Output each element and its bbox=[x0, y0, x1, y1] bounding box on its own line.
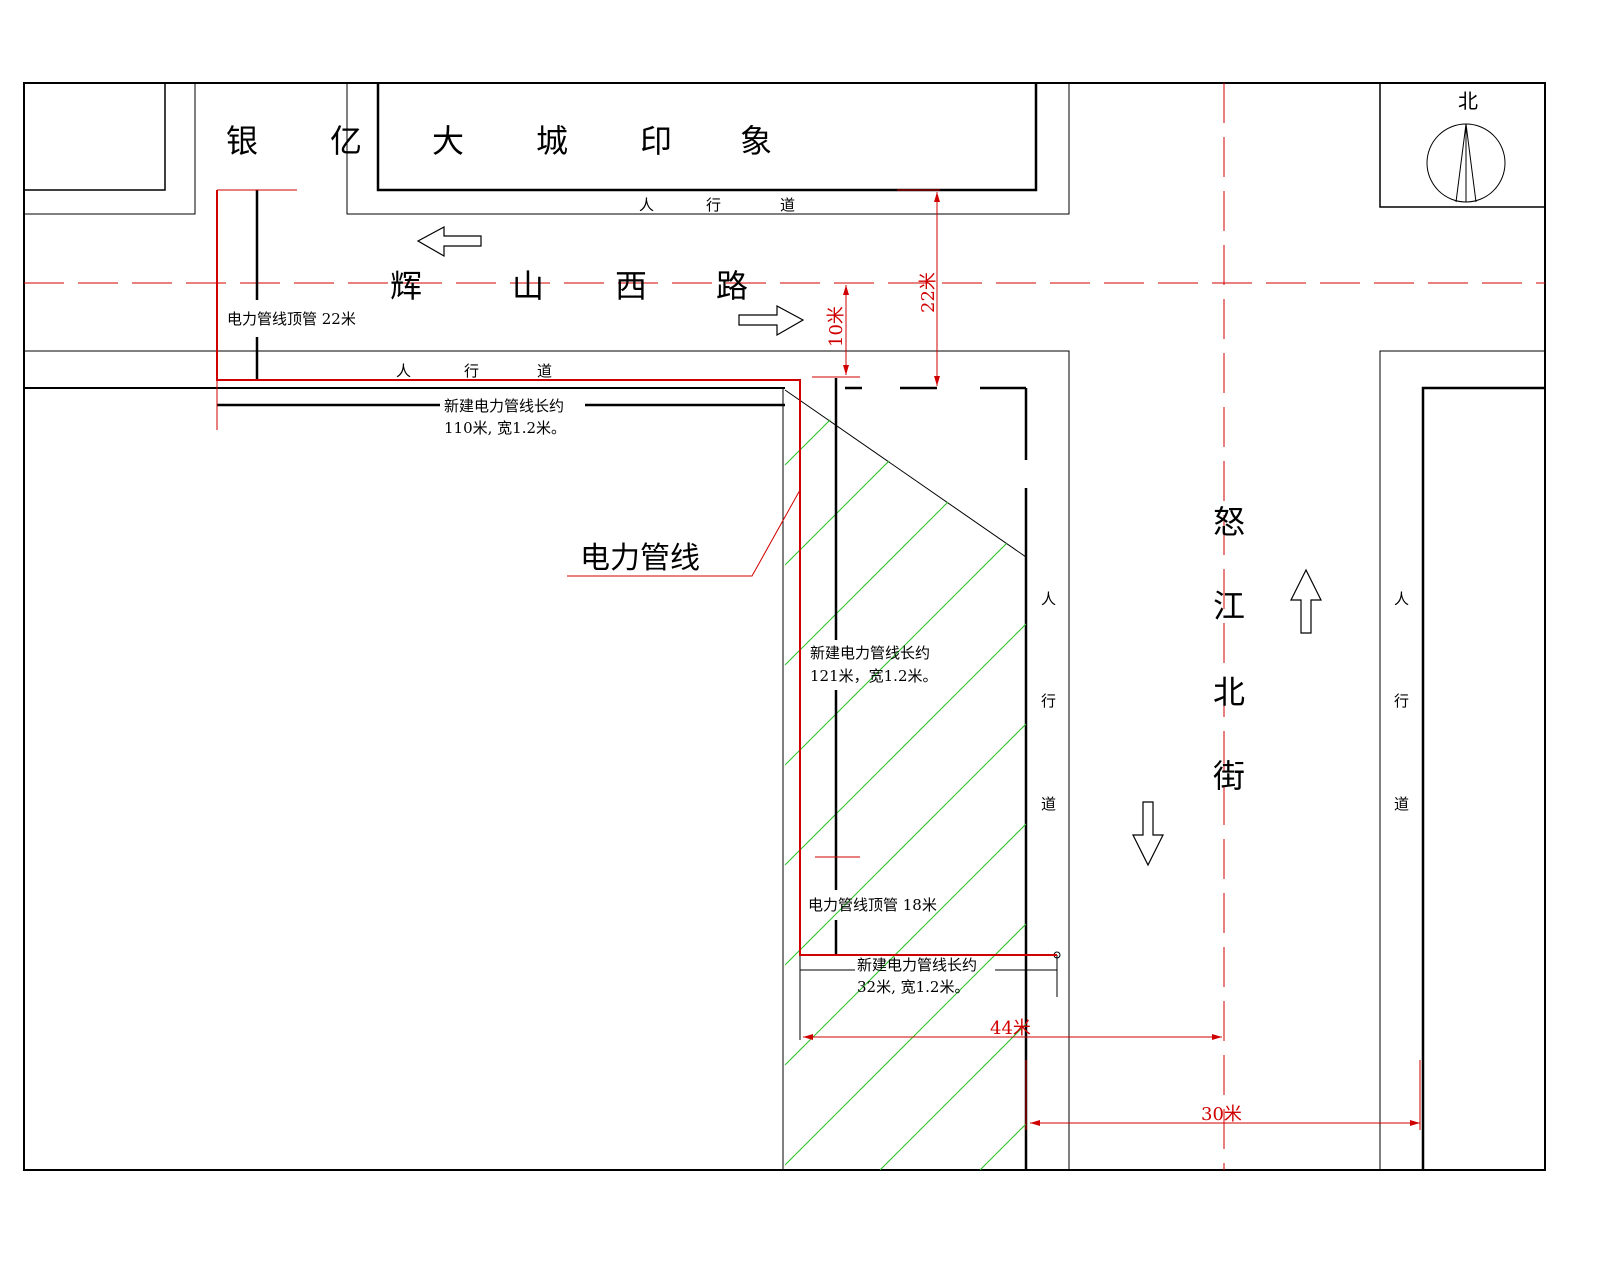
hatch-line bbox=[785, 388, 963, 566]
hatch-area bbox=[785, 388, 1026, 1170]
dim-44: 44米 bbox=[990, 1018, 1031, 1039]
dim-30: 30米 bbox=[1201, 1104, 1242, 1125]
svg-text:银: 银 bbox=[226, 122, 258, 160]
north-arrow bbox=[1379, 83, 1545, 208]
dimension-lines bbox=[803, 192, 1421, 1130]
pipe-notes: 电力管线顶管 22米 新建电力管线长约 110米, 宽1.2米。 新建电力管线长… bbox=[227, 310, 977, 996]
svg-text:城: 城 bbox=[536, 122, 568, 160]
road-name-nujiang: 怒 江 北 街 bbox=[1213, 503, 1245, 795]
svg-text:怒: 怒 bbox=[1213, 503, 1245, 541]
svg-text:大: 大 bbox=[432, 122, 464, 160]
sidewalk-labels: 人 行 道 人 行 道 人 行 道 人 行 道 bbox=[396, 196, 1409, 813]
note-121-line1: 新建电力管线长约 bbox=[810, 644, 930, 662]
svg-text:道: 道 bbox=[537, 362, 552, 380]
note-121-line2: 121米，宽1.2米。 bbox=[810, 667, 938, 685]
dim-22: 22米 bbox=[918, 272, 939, 313]
note-110-line2: 110米, 宽1.2米。 bbox=[444, 419, 566, 437]
svg-text:街: 街 bbox=[1213, 757, 1245, 795]
hatch-line bbox=[785, 823, 1026, 1066]
power-pipe-route bbox=[216, 189, 1057, 956]
drawing-border bbox=[23, 82, 1546, 1171]
note-jack-18: 电力管线顶管 18米 bbox=[808, 896, 937, 914]
hatch-line bbox=[785, 423, 1026, 666]
legend-leader bbox=[567, 489, 801, 577]
arrow-down-icon bbox=[1132, 801, 1164, 867]
svg-text:西: 西 bbox=[615, 267, 647, 305]
road-edges bbox=[24, 350, 1545, 1170]
note-jack-22: 电力管线顶管 22米 bbox=[227, 310, 356, 328]
svg-text:人: 人 bbox=[639, 196, 654, 214]
svg-text:江: 江 bbox=[1213, 587, 1245, 625]
block-top-left bbox=[24, 83, 196, 215]
hatch-line bbox=[879, 1023, 1026, 1170]
dim-10: 10米 bbox=[826, 306, 847, 347]
note-110-line1: 新建电力管线长约 bbox=[444, 397, 564, 415]
svg-text:人: 人 bbox=[396, 362, 411, 380]
note-32-line1: 新建电力管线长约 bbox=[857, 956, 977, 974]
svg-text:印: 印 bbox=[640, 122, 672, 160]
svg-text:行: 行 bbox=[1394, 692, 1409, 710]
arrow-up-icon bbox=[1290, 568, 1322, 634]
road-name-huishan: 辉 山 西 路 bbox=[390, 267, 748, 305]
svg-text:道: 道 bbox=[780, 196, 795, 214]
svg-text:象: 象 bbox=[740, 122, 772, 160]
north-label: 北 bbox=[1458, 89, 1478, 113]
svg-text:人: 人 bbox=[1394, 590, 1409, 608]
hatch-line bbox=[785, 923, 1026, 1166]
svg-text:山: 山 bbox=[512, 267, 544, 305]
svg-text:北: 北 bbox=[1213, 673, 1245, 711]
legend-label: 电力管线 bbox=[580, 541, 700, 576]
building-yinyi bbox=[346, 83, 1070, 215]
hatch-line bbox=[785, 623, 1026, 866]
svg-text:路: 路 bbox=[716, 267, 748, 305]
hatch-line bbox=[785, 523, 1026, 766]
arrow-right-icon bbox=[738, 304, 805, 337]
hatch-line bbox=[785, 723, 1026, 966]
hatch-line bbox=[785, 388, 863, 466]
hatch-line bbox=[979, 1123, 1026, 1170]
svg-text:辉: 辉 bbox=[390, 267, 422, 305]
arrow-left-icon bbox=[416, 225, 482, 258]
dimension-labels: 22米 10米 44米 30米 bbox=[826, 272, 1242, 1125]
direction-arrows bbox=[416, 225, 1322, 867]
building-name: 银 亿 大 城 印 象 bbox=[226, 122, 772, 160]
svg-text:道: 道 bbox=[1394, 795, 1409, 813]
note-32-line2: 32米, 宽1.2米。 bbox=[857, 978, 969, 996]
svg-text:行: 行 bbox=[706, 196, 721, 214]
svg-text:人: 人 bbox=[1041, 590, 1056, 608]
svg-text:亿: 亿 bbox=[330, 122, 362, 160]
svg-text:道: 道 bbox=[1041, 795, 1056, 813]
svg-text:行: 行 bbox=[1041, 692, 1056, 710]
svg-text:行: 行 bbox=[464, 362, 479, 380]
centerlines bbox=[24, 83, 1545, 1170]
